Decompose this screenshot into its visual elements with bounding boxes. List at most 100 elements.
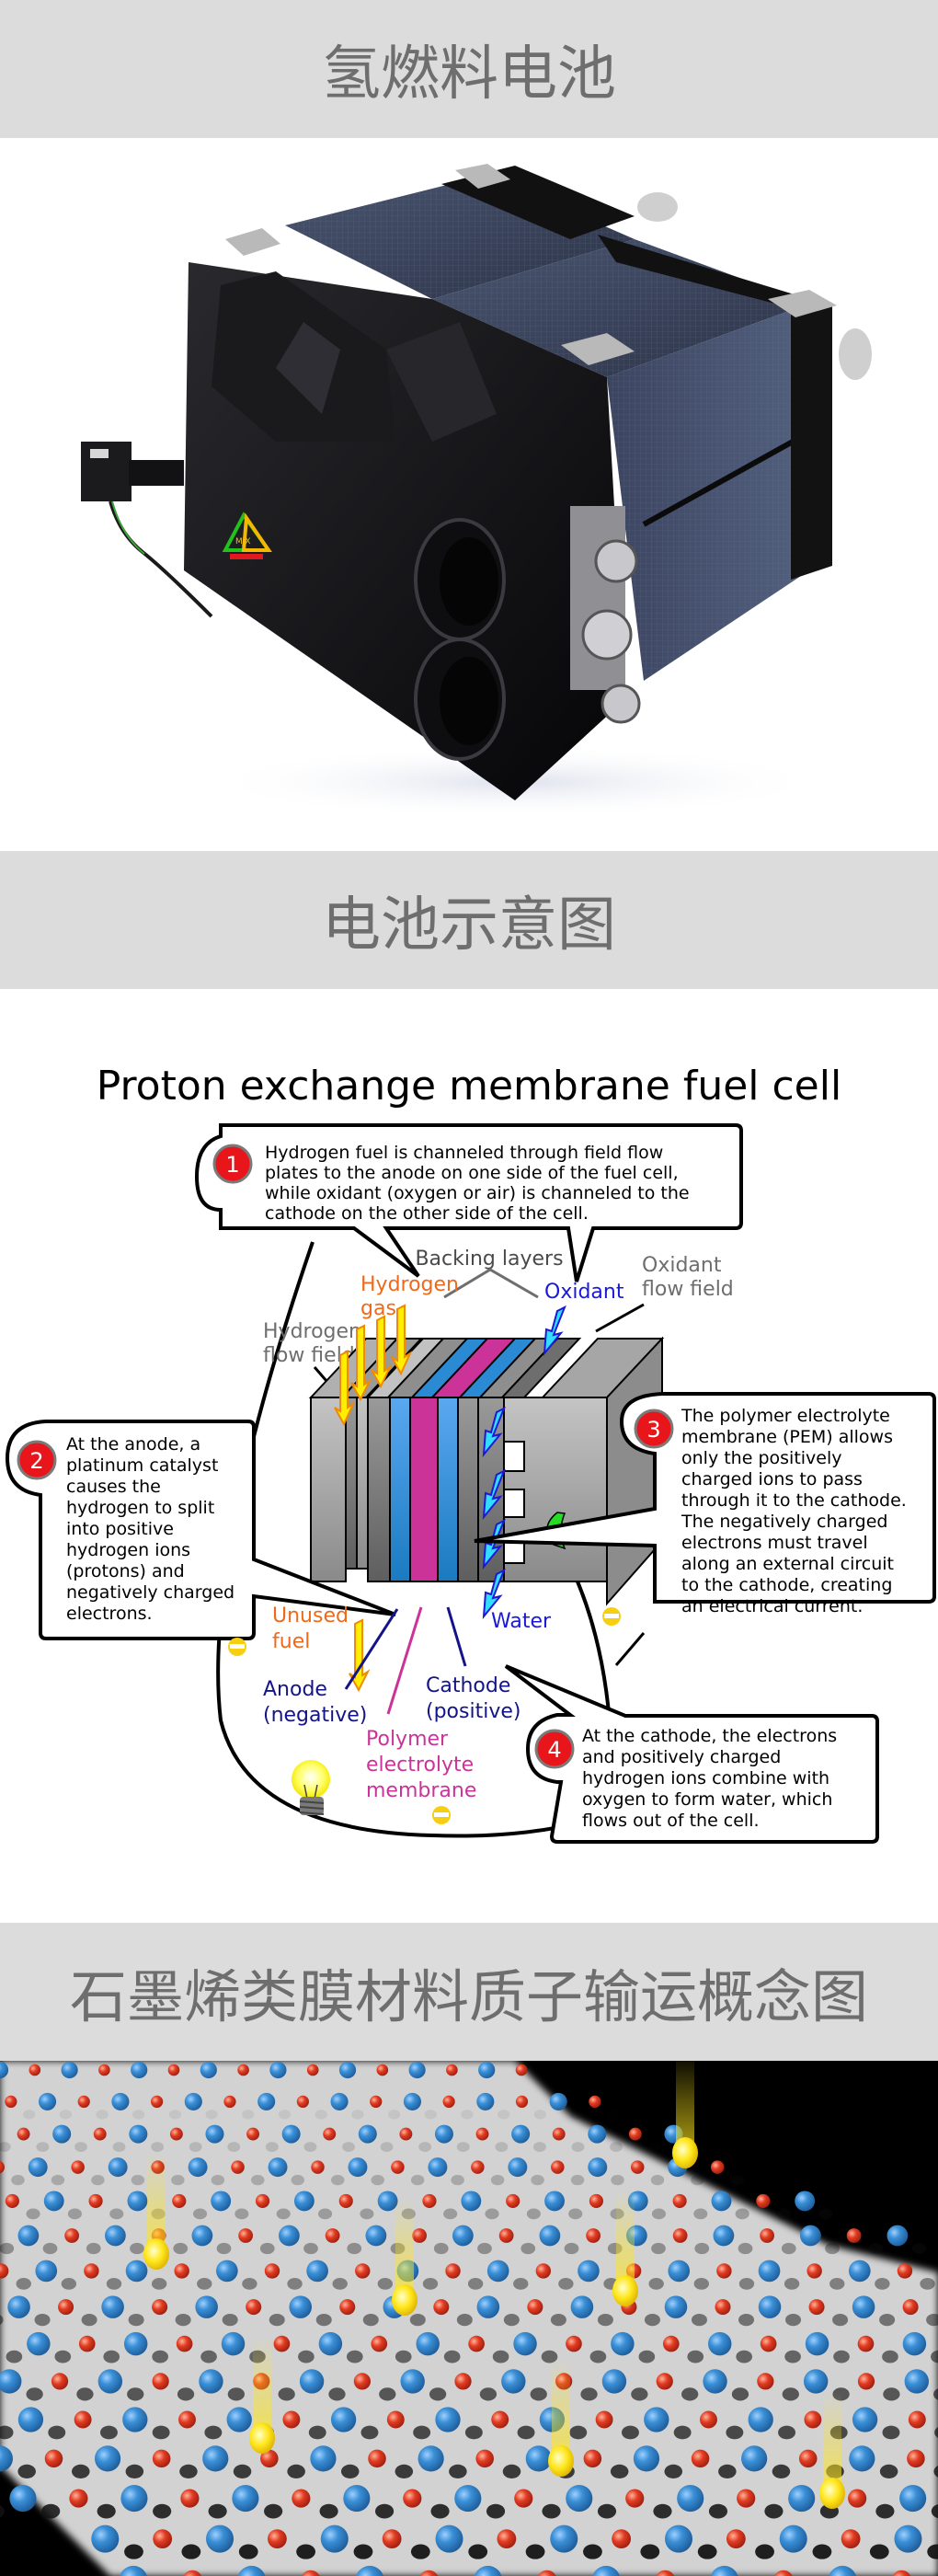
blue-atom	[852, 2295, 875, 2318]
red-atom	[756, 2193, 771, 2208]
blue-atom	[0, 2445, 13, 2472]
electron-icon	[432, 1806, 451, 1824]
lattice-pore	[0, 2315, 4, 2325]
blue-atom	[293, 2191, 315, 2212]
lattice-pore	[205, 2110, 218, 2120]
blue-atom	[435, 2524, 463, 2553]
red-atom	[376, 2064, 389, 2076]
fuel-cell-illustration: MJX	[81, 164, 872, 819]
blue-atom	[592, 2565, 620, 2576]
lattice-pore	[269, 2313, 285, 2327]
lattice-pore	[189, 2142, 202, 2152]
lattice-pore	[181, 2544, 201, 2559]
blue-atom	[848, 2260, 871, 2283]
lattice-pore	[829, 2278, 845, 2290]
lattice-pore	[638, 2350, 656, 2363]
red-atom	[412, 2228, 427, 2243]
blue-atom	[511, 2124, 531, 2144]
blue-atom	[741, 2445, 768, 2472]
cathode	[437, 1397, 459, 1582]
red-atom	[806, 2263, 822, 2279]
red-atom	[515, 2095, 529, 2109]
red-atom	[391, 2160, 405, 2174]
blue-atom	[0, 2061, 9, 2079]
lattice-pore	[781, 2242, 796, 2255]
proton	[143, 2238, 169, 2270]
proton	[548, 2445, 574, 2477]
red-atom	[255, 2193, 270, 2208]
lattice-pore	[106, 2278, 122, 2290]
red-atom	[51, 2373, 69, 2390]
lattice-pore	[468, 2544, 488, 2559]
red-atom	[323, 2127, 337, 2141]
lattice-pore	[673, 2425, 692, 2440]
lattice-pore	[175, 2313, 191, 2327]
proton	[672, 2137, 698, 2168]
blue-atom	[902, 2331, 927, 2356]
blue-atom	[232, 2485, 259, 2513]
lattice-pore	[360, 2425, 379, 2440]
lattice-pore	[570, 2110, 583, 2120]
blue-atom	[123, 2331, 148, 2356]
lattice-pore	[276, 2208, 291, 2220]
lattice-pore	[498, 2110, 510, 2120]
lattice-pore	[264, 2503, 283, 2519]
red-atom	[716, 2263, 732, 2279]
red-atom	[625, 2489, 645, 2508]
lattice-pore	[933, 2388, 938, 2400]
red-atom	[339, 2299, 356, 2316]
svg-text:MJX: MJX	[235, 537, 251, 546]
lattice-pore	[568, 2208, 583, 2220]
lattice-pore	[931, 2350, 938, 2363]
lattice-pore	[6, 2350, 23, 2363]
section-title: 石墨烯类膜材料质子输运概念图	[69, 1963, 868, 2030]
blue-atom	[707, 2331, 732, 2356]
lattice-pore	[525, 2544, 545, 2559]
lattice-pore	[379, 2387, 396, 2401]
lattice-pore	[319, 2503, 338, 2519]
lattice-pore	[879, 2464, 898, 2478]
red-atom	[5, 2193, 19, 2208]
blue-atom	[129, 2124, 148, 2144]
blue-atom	[330, 2407, 357, 2432]
blue-atom	[434, 2124, 453, 2144]
blue-atom	[7, 2295, 30, 2318]
label-oxidant: Oxidant	[544, 1281, 624, 1304]
lattice-pore	[784, 2350, 801, 2363]
blue-atom	[28, 2157, 48, 2178]
anode	[389, 1397, 411, 1582]
red-atom	[237, 2064, 249, 2076]
lattice-pore	[387, 2110, 401, 2120]
blue-atom	[310, 2445, 337, 2472]
lattice-pore	[124, 2544, 143, 2559]
label-cathode: Cathode (positive)	[426, 1674, 520, 1723]
blue-atom	[703, 2369, 727, 2394]
red-atom	[223, 2095, 236, 2109]
callout-1-text: Hydrogen fuel is channeled through field…	[265, 1143, 695, 1224]
lattice-pore	[97, 2503, 116, 2519]
lattice-pore	[785, 2313, 802, 2327]
red-atom	[74, 2410, 92, 2429]
blue-atom	[452, 2225, 474, 2247]
lattice-pore	[778, 2425, 795, 2440]
red-atom	[808, 2299, 825, 2316]
lattice-pore	[413, 2425, 431, 2440]
label-water: Water	[491, 1610, 552, 1633]
section-header-graphene: 石墨烯类膜材料质子输运概念图	[0, 1923, 938, 2061]
lattice-pore	[380, 2142, 394, 2152]
red-atom	[77, 2095, 90, 2109]
blue-atom	[268, 2157, 288, 2178]
lattice-pore	[287, 2464, 305, 2478]
lattice-pore	[109, 2208, 124, 2220]
red-atom	[726, 2529, 746, 2548]
lattice-pore	[433, 2242, 449, 2255]
lattice-pore	[735, 2208, 749, 2220]
lattice-pore	[825, 2242, 840, 2255]
lattice-pore	[377, 2278, 394, 2290]
lattice-pore	[371, 2174, 384, 2186]
lattice-pore	[651, 2242, 666, 2255]
lattice-pore	[755, 2544, 774, 2559]
lattice-pore	[513, 2278, 529, 2290]
lattice-pore	[72, 2464, 90, 2478]
red-atom	[672, 2228, 688, 2243]
